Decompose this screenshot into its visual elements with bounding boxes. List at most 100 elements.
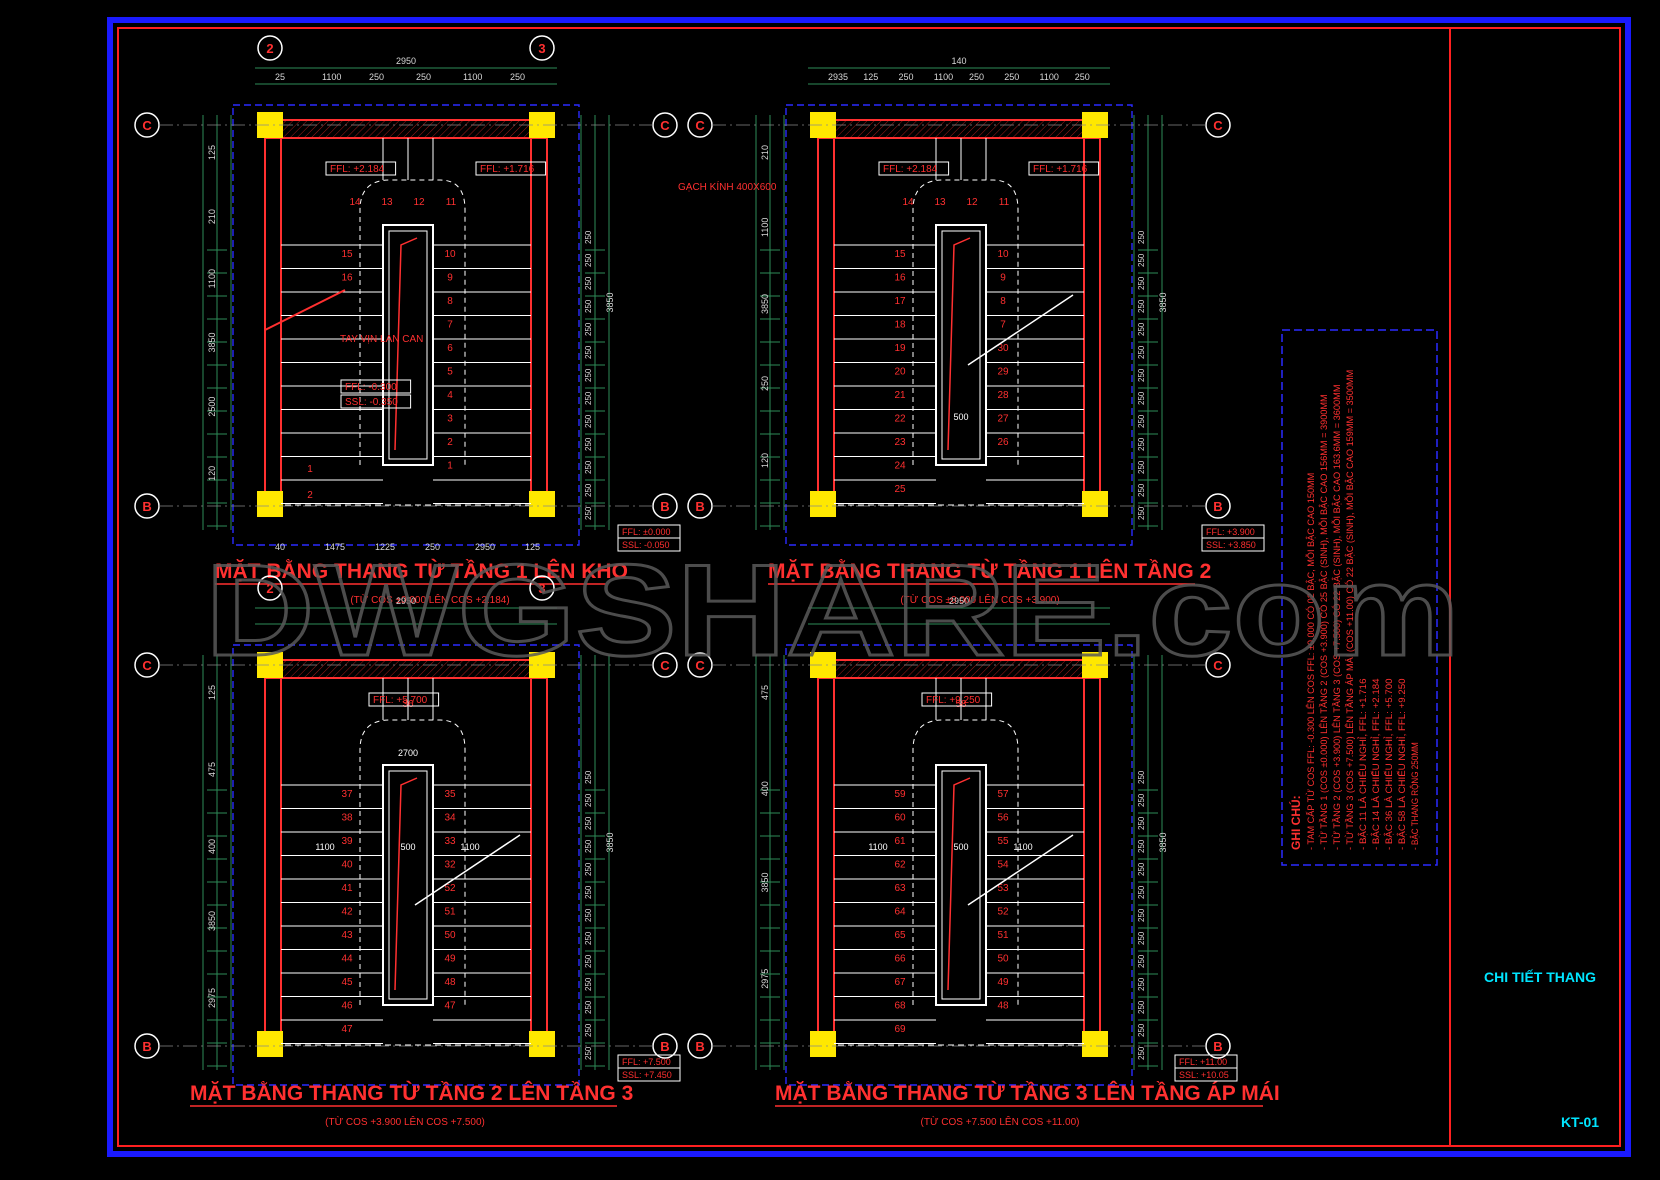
axis-bubble-top-label: 2 bbox=[266, 581, 273, 596]
stair-well-inner bbox=[388, 770, 428, 1000]
dim-text: 1100 bbox=[868, 842, 887, 852]
plan-outline bbox=[232, 104, 580, 546]
level-box-ssl: SSL: -0.050 bbox=[622, 540, 670, 550]
step-number: 19 bbox=[894, 343, 906, 354]
stair-well bbox=[382, 764, 434, 1006]
plan-outline bbox=[785, 644, 1133, 1086]
dim-text: 250 bbox=[584, 977, 593, 991]
dim-text: 250 bbox=[584, 839, 593, 853]
note-line: - BẬC 14 LÀ CHIẾU NGHỈ, FFL: +2.184 bbox=[1370, 679, 1382, 851]
dim-text: 250 bbox=[584, 345, 593, 359]
dim-text: 250 bbox=[584, 506, 593, 520]
handrail bbox=[912, 179, 1019, 465]
axis-bubble-side-label: C bbox=[1213, 118, 1223, 133]
dim-text: 250 bbox=[1137, 299, 1146, 313]
dim-text: 250 bbox=[584, 437, 593, 451]
dim-text: 250 bbox=[1137, 1023, 1146, 1037]
step-number: 15 bbox=[894, 249, 906, 260]
stair-well-inner bbox=[941, 230, 981, 460]
handrail bbox=[912, 719, 1019, 1005]
column bbox=[1082, 491, 1108, 517]
step-number: 15 bbox=[341, 249, 353, 260]
step-number: 49 bbox=[997, 977, 1009, 988]
dim-text: 3850 bbox=[760, 872, 770, 892]
dim-text: 250 bbox=[584, 816, 593, 830]
cut-line bbox=[967, 294, 1074, 366]
detail-title: CHI TIẾT THANG bbox=[1484, 969, 1596, 985]
step-number: 58 bbox=[955, 699, 967, 710]
dim-text: 250 bbox=[584, 908, 593, 922]
level-tag-box bbox=[1028, 161, 1100, 176]
axis-bubble-top-label: 2 bbox=[266, 41, 273, 56]
dim-text: 250 bbox=[510, 72, 525, 82]
notes-box bbox=[1281, 329, 1438, 866]
step-number: 39 bbox=[341, 836, 353, 847]
step-number: 20 bbox=[894, 367, 906, 378]
step-number: 51 bbox=[444, 907, 456, 918]
handrail bbox=[359, 719, 466, 1005]
dim-text: 250 bbox=[1137, 276, 1146, 290]
dim-text: 250 bbox=[1137, 345, 1146, 359]
axis-bubble-side-label: B bbox=[1213, 1039, 1222, 1054]
dim-text: 120 bbox=[760, 453, 770, 468]
step-number: 65 bbox=[894, 930, 906, 941]
level-box-ssl: SSL: +3.850 bbox=[1206, 540, 1256, 550]
dim-text: 250 bbox=[584, 770, 593, 784]
step-number: 50 bbox=[444, 930, 456, 941]
step-number: 26 bbox=[997, 437, 1009, 448]
step-number: 46 bbox=[341, 1001, 353, 1012]
annotation: TAY VỊN LAN CAN bbox=[340, 334, 423, 345]
dim-text: 1100 bbox=[207, 269, 217, 288]
step-number: 4 bbox=[447, 390, 453, 401]
dim-text: 2935 bbox=[828, 72, 848, 82]
dim-text: 2700 bbox=[398, 748, 418, 758]
dim-text: 250 bbox=[584, 368, 593, 382]
note-line: - BẬC 11 LÀ CHIẾU NGHỈ, FFL: +1.716 bbox=[1357, 679, 1369, 851]
note-line: - TỪ TẦNG 3 (COS +7.500) LÊN TẦNG ÁP MÁI… bbox=[1344, 370, 1356, 850]
axis-bubble-side-label: B bbox=[142, 1039, 151, 1054]
dim-text: 475 bbox=[207, 762, 217, 777]
axis-bubble-side-label: B bbox=[142, 499, 151, 514]
step-number: 7 bbox=[447, 320, 453, 331]
level-tag-box bbox=[340, 394, 412, 409]
step-number: 5 bbox=[447, 367, 453, 378]
dim-text: 125 bbox=[863, 72, 878, 82]
step-number: 47 bbox=[341, 1024, 353, 1035]
dim-text: 250 bbox=[584, 483, 593, 497]
dim-text: 250 bbox=[584, 1046, 593, 1060]
axis-bubble-side-label: C bbox=[142, 658, 152, 673]
stair-well bbox=[935, 224, 987, 466]
dim-text: 250 bbox=[1075, 72, 1090, 82]
step-number: 59 bbox=[894, 789, 906, 800]
step-number: 32 bbox=[444, 860, 456, 871]
note-line: - TỪ TẦNG 2 (COS +3.900) LÊN TẦNG 3 (COS… bbox=[1331, 384, 1343, 850]
dim-text: 120 bbox=[207, 466, 217, 481]
wall-hatch bbox=[818, 120, 1100, 138]
step-number: 51 bbox=[997, 930, 1009, 941]
step-number: 37 bbox=[341, 789, 353, 800]
dim-text: 40 bbox=[275, 542, 285, 552]
level-tag: FFL: +5.700 bbox=[373, 695, 428, 706]
axis-bubble-top-label: 3 bbox=[538, 41, 545, 56]
step-number: 47 bbox=[444, 1001, 456, 1012]
axis-bubble-top bbox=[529, 575, 555, 601]
level-tag: FFL: +1.716 bbox=[1033, 164, 1088, 175]
step-number: 14 bbox=[349, 197, 361, 208]
note-line: - BẬC 58 LÀ CHIẾU NGHỈ, FFL: +9.250 bbox=[1396, 679, 1408, 851]
level-tag-box bbox=[921, 692, 993, 707]
dim-text: 250 bbox=[584, 322, 593, 336]
dim-text: 250 bbox=[1137, 230, 1146, 244]
dim-text: 400 bbox=[760, 781, 770, 796]
step-number: 10 bbox=[997, 249, 1009, 260]
dim-text: 250 bbox=[1137, 954, 1146, 968]
axis-bubble-top bbox=[257, 575, 283, 601]
axis-bubble-side-label: B bbox=[695, 1039, 704, 1054]
break-line-red bbox=[394, 777, 418, 991]
step-number: 22 bbox=[894, 414, 906, 425]
plan-subtitle: (TỪ COS +3.900 LÊN COS +7.500) bbox=[325, 1115, 485, 1128]
dim-text: 125 bbox=[207, 145, 217, 160]
step-number: 36 bbox=[402, 699, 414, 710]
step-number: 25 bbox=[894, 484, 906, 495]
level-box-ssl: SSL: +10.05 bbox=[1179, 1070, 1229, 1080]
